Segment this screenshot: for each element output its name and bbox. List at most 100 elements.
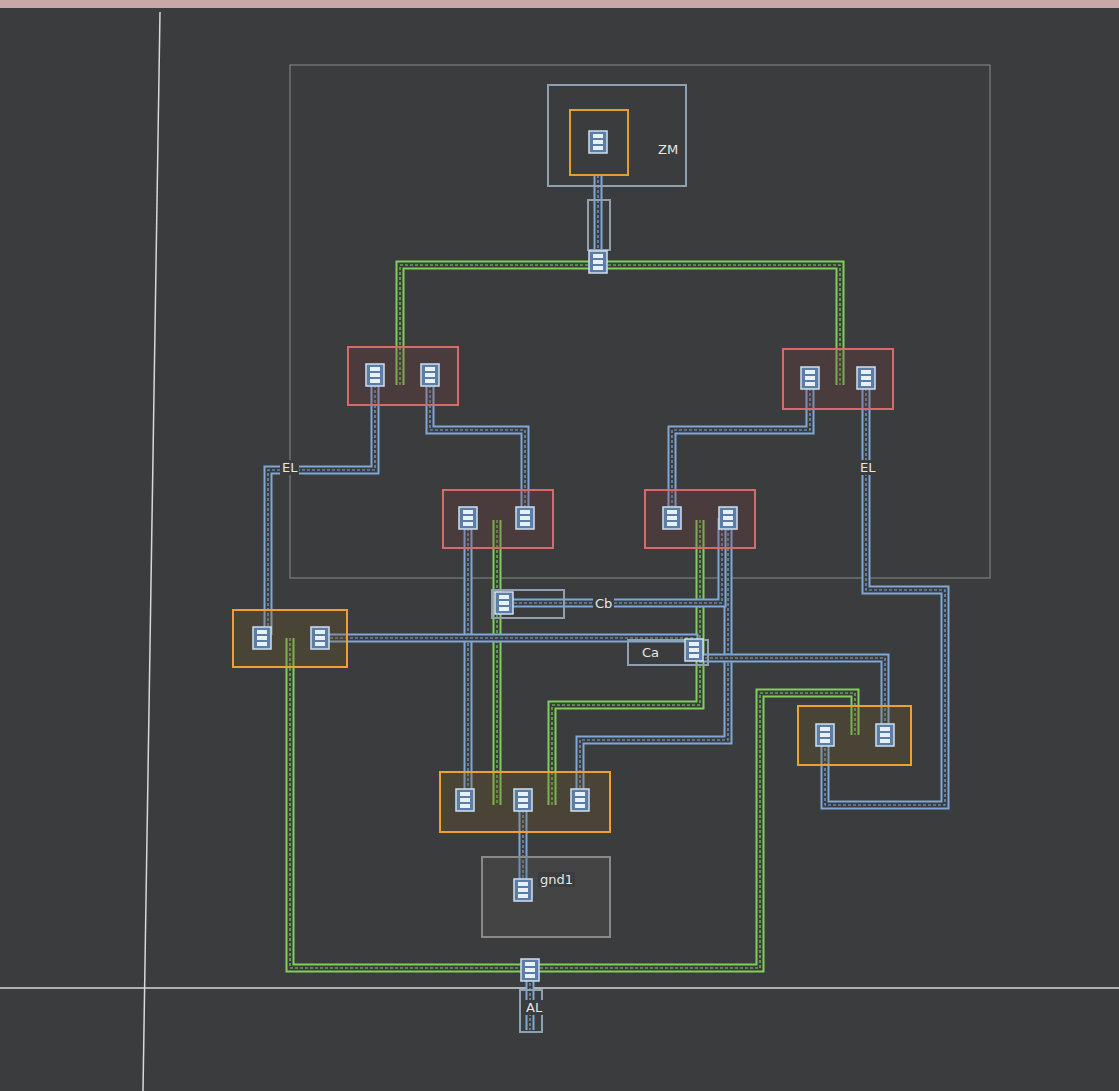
contact-cut xyxy=(253,627,271,649)
contact-cut xyxy=(514,789,532,811)
contact-via xyxy=(463,522,473,526)
contact-via xyxy=(425,373,435,377)
contact-via xyxy=(525,962,535,966)
contact-via xyxy=(499,607,509,611)
contact-via xyxy=(880,727,890,731)
track-core xyxy=(597,175,598,262)
contact-cut xyxy=(459,507,477,529)
track-gap xyxy=(268,375,375,635)
contact-via xyxy=(689,648,699,652)
contact-via xyxy=(575,804,585,808)
metal-track xyxy=(464,518,473,800)
track-gap xyxy=(596,175,601,262)
track-gap xyxy=(400,265,598,385)
contact-via xyxy=(463,516,473,520)
contact-via xyxy=(575,798,585,802)
contact-via xyxy=(460,792,470,796)
device-box xyxy=(548,85,686,186)
contact-via xyxy=(689,642,699,646)
metal-track xyxy=(552,520,700,805)
contact-via xyxy=(518,792,528,796)
device-box xyxy=(492,590,564,618)
track-gap xyxy=(552,520,700,805)
contact-via xyxy=(499,601,509,605)
device-box xyxy=(798,706,911,765)
contact-via xyxy=(805,376,815,380)
net-label: Ca xyxy=(640,645,661,660)
contact-via xyxy=(370,379,380,383)
contact-cut xyxy=(876,724,894,746)
contact-via xyxy=(518,888,528,892)
track-core xyxy=(552,520,700,805)
device-box xyxy=(348,347,458,405)
contact-via xyxy=(861,370,871,374)
contact-via xyxy=(520,510,530,514)
contact-via xyxy=(820,727,830,731)
contact-via xyxy=(593,134,603,138)
contact-cut xyxy=(719,507,737,529)
device-box xyxy=(570,110,628,175)
contact-cut xyxy=(816,724,834,746)
track-gap xyxy=(495,520,500,805)
contact-via xyxy=(593,146,603,150)
contact-via xyxy=(861,382,871,386)
contact-cut xyxy=(366,364,384,386)
contact-via xyxy=(689,654,699,658)
device-box xyxy=(440,772,610,832)
track-gap xyxy=(290,638,855,968)
contact-via xyxy=(499,595,509,599)
contact-via xyxy=(723,522,733,526)
contact-cut xyxy=(857,367,875,389)
metal-track xyxy=(268,375,375,635)
metal-track xyxy=(400,265,598,385)
net-label: AL xyxy=(524,1000,544,1015)
contact-via xyxy=(463,510,473,514)
contact-via xyxy=(805,382,815,386)
metal-track xyxy=(594,175,603,262)
contact-cut xyxy=(311,627,329,649)
track-core xyxy=(400,265,598,385)
metal-track xyxy=(290,638,855,968)
contact-via xyxy=(805,370,815,374)
contact-cut xyxy=(589,131,607,153)
track-gap xyxy=(466,518,471,800)
device-box xyxy=(233,610,347,667)
net-label: EL xyxy=(858,460,877,475)
contact-cut xyxy=(685,639,703,661)
device-box xyxy=(443,490,553,548)
metal-track xyxy=(493,520,502,805)
contact-via xyxy=(425,367,435,371)
contact-via xyxy=(518,882,528,886)
contact-via xyxy=(315,636,325,640)
contact-via xyxy=(861,376,871,380)
contact-via xyxy=(370,373,380,377)
contact-via xyxy=(820,739,830,743)
net-label: EL xyxy=(280,460,299,475)
device-box xyxy=(482,857,610,937)
contact-via xyxy=(820,733,830,737)
contact-via xyxy=(723,510,733,514)
track-core xyxy=(268,375,375,635)
device-box xyxy=(645,490,755,548)
contact-cut xyxy=(456,789,474,811)
device-box xyxy=(628,640,708,665)
contact-via xyxy=(593,140,603,144)
contact-via xyxy=(575,792,585,796)
net-label: gnd1 xyxy=(538,872,575,887)
track-core xyxy=(496,520,497,805)
contact-cut xyxy=(495,592,513,614)
contact-via xyxy=(370,367,380,371)
contact-cut xyxy=(421,364,439,386)
contact-via xyxy=(593,260,603,264)
contact-via xyxy=(667,516,677,520)
contact-via xyxy=(460,798,470,802)
contact-cut xyxy=(571,789,589,811)
contact-via xyxy=(257,642,267,646)
metal-track xyxy=(526,968,535,1030)
device-box xyxy=(783,349,893,409)
contact-via xyxy=(525,974,535,978)
net-label: Cb xyxy=(593,596,614,611)
contact-via xyxy=(518,798,528,802)
contact-cut xyxy=(663,507,681,529)
contact-via xyxy=(315,630,325,634)
